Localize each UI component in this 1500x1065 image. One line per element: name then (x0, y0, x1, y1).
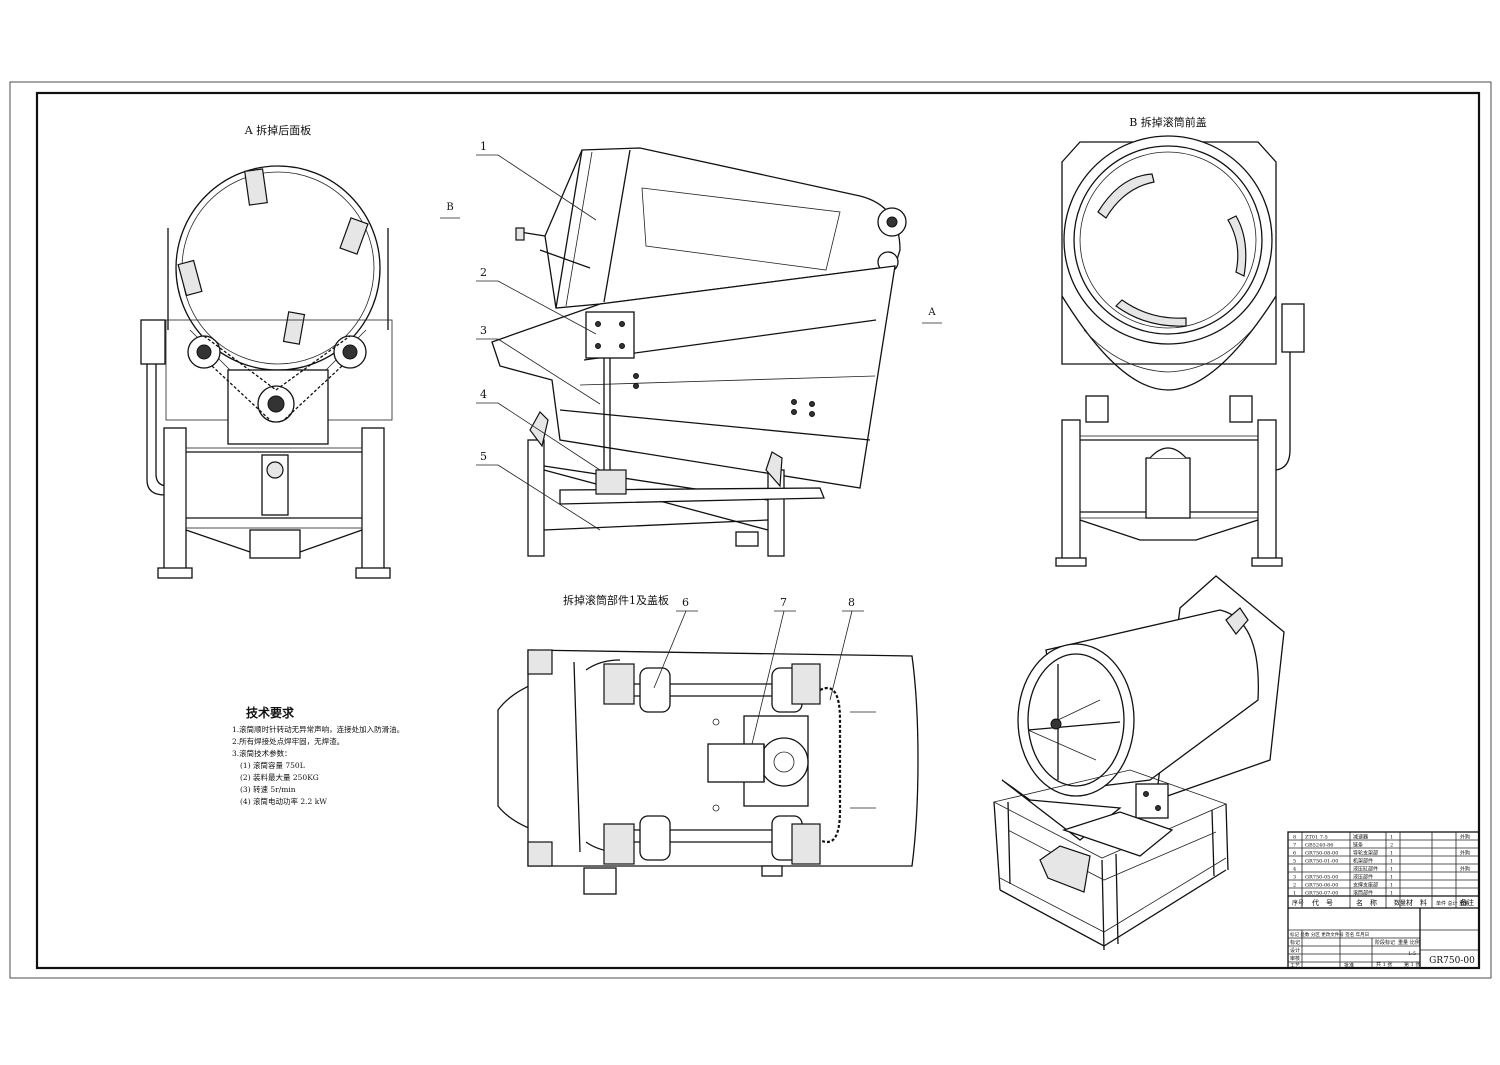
parts-row-name: 机架部件 (1353, 858, 1373, 865)
parts-row-no: 5 (1293, 859, 1296, 865)
parts-row-no: 1 (1293, 891, 1296, 897)
parts-row-name: 滚筒部件 (1353, 890, 1373, 897)
view-isometric (992, 575, 1285, 951)
weight-label: 重量 (1398, 939, 1408, 946)
parts-row-code: GR750-08-00 (1305, 851, 1338, 857)
header-name: 名 称 (1356, 898, 1377, 907)
parts-row-no: 6 (1293, 851, 1296, 857)
callout-3: 3 (480, 324, 487, 337)
parts-row-name: 链条 (1353, 842, 1363, 849)
callouts-side: 1 2 3 4 5 (476, 140, 601, 531)
sheet-no: 第 1 张 (1404, 961, 1420, 968)
parts-row-qty: 1 (1390, 851, 1393, 857)
parts-row-remark: 外购 (1460, 850, 1470, 857)
approve-label: 批准 (1344, 962, 1354, 969)
parts-row-remark: 外购 (1460, 866, 1470, 873)
view-a: A 拆掉后面板 (140, 123, 393, 579)
parts-row-name: 支撑支座部 (1353, 882, 1378, 889)
sheets-total: 共 1 张 (1376, 961, 1392, 968)
sign-row-4: 工艺 (1290, 963, 1300, 969)
sign-head: 标记 处数 分区 更改文件号 签名 年月日 (1290, 931, 1369, 938)
tech-req-line-2: 2.所有焊接处点焊牢固，无焊渣。 (232, 736, 344, 746)
header-material: 材 料 (1406, 898, 1427, 907)
parts-row-no: 3 (1293, 875, 1296, 881)
parts-row-qty: 1 (1390, 835, 1393, 841)
parts-row-name: 液压部件 (1353, 874, 1373, 881)
sign-row-1: 标记 (1290, 939, 1300, 946)
parts-row-code: GR750-07-00 (1305, 891, 1338, 897)
parts-row-remark: 外购 (1460, 834, 1470, 841)
tech-req-line-6: (3) 转速 5r/min (240, 784, 296, 794)
drawing-number: GR750-00 (1429, 956, 1475, 966)
callout-1: 1 (480, 140, 487, 153)
header-code: 代 号 (1312, 898, 1333, 907)
tech-req-title: 技术要求 (246, 705, 295, 720)
header-weight: 单件 总计 重量 (1436, 900, 1469, 907)
parts-row-name: 液压缸部件 (1353, 866, 1378, 873)
callout-7: 7 (780, 596, 787, 609)
motor (707, 743, 765, 783)
parts-row-no: 2 (1293, 883, 1296, 889)
callout-8: 8 (848, 596, 855, 609)
callout-6: 6 (682, 596, 689, 609)
drum-opening (1063, 135, 1273, 345)
parts-row-qty: 1 (1390, 859, 1393, 865)
inner-frame (35, 91, 1481, 970)
tech-requirements: 技术要求 1.滚筒顺时针转动无异常声响，连接处加入防滑油。 2.所有焊接处点焊牢… (232, 705, 404, 806)
scale-value: 1:5 (1408, 951, 1416, 957)
tech-req-line-5: (2) 装料最大量 250KG (240, 772, 319, 782)
view-top-label: 拆掉滚筒部件1及盖板 (563, 593, 669, 607)
sign-row-2: 设计 (1290, 947, 1300, 954)
parts-row-qty: 1 (1390, 875, 1393, 881)
parts-row-no: 8 (1293, 835, 1296, 841)
outer-frame (9, 81, 1492, 979)
parts-row-qty: 1 (1390, 867, 1393, 873)
parts-row-no: 4 (1293, 867, 1296, 873)
callouts-top: 6 7 8 (653, 596, 864, 745)
parts-row-name: 导轮支架部 (1353, 850, 1378, 857)
view-b-label: B 拆掉滚筒前盖 (1129, 115, 1207, 129)
stage-label: 阶段标记 (1375, 939, 1395, 946)
parts-row-code: ZT01 7-5 (1305, 835, 1328, 841)
callout-4: 4 (480, 388, 487, 401)
tech-req-line-3: 3.滚筒技术参数： (232, 748, 292, 758)
parts-row-code: GR750-06-00 (1305, 883, 1338, 889)
parts-list: 8 ZT01 7-5 减速器 1 外购 7 GB5240-86 链条 2 6 GR750-08-00… (1288, 834, 1479, 897)
view-a-label: A 拆掉后面板 (244, 123, 311, 137)
view-top: 拆掉滚筒部件1及盖板 (497, 593, 919, 895)
callout-5: 5 (480, 450, 487, 463)
header-no: 序号 (1292, 899, 1304, 907)
parts-row-name: 减速器 (1353, 834, 1368, 841)
header-remark: 备注 (1460, 898, 1474, 907)
parts-row-no: 7 (1293, 843, 1296, 849)
parts-row-qty: 2 (1390, 843, 1393, 849)
title-block: 8 ZT01 7-5 减速器 1 外购 7 GB5240-86 链条 2 6 GR750-08-00… (1287, 831, 1480, 969)
view-b: B 拆掉滚筒前盖 (1055, 115, 1305, 567)
tech-req-line-4: (1) 滚筒容量 750L (240, 760, 305, 770)
callout-2: 2 (480, 266, 487, 279)
tech-req-line-1: 1.滚筒顺时针转动无异常声响，连接处加入防滑油。 (232, 724, 404, 734)
parts-row-qty: 1 (1390, 883, 1393, 889)
tech-req-line-7: (4) 滚筒电动功率 2.2 kW (240, 796, 327, 806)
parts-row-qty: 1 (1390, 891, 1393, 897)
parts-row-code: GR750-05-00 (1305, 875, 1338, 881)
sign-row-3: 审核 (1290, 955, 1300, 962)
parts-row-code: GR750-01-00 (1305, 859, 1338, 865)
arrow-b-label: B (446, 202, 453, 213)
drum-iso-opening (1017, 643, 1135, 797)
parts-row-code: GB5240-86 (1305, 843, 1333, 849)
scale-label: 比例 (1410, 939, 1420, 946)
arrow-a-label: A (927, 307, 936, 318)
view-side: B A (440, 147, 942, 557)
